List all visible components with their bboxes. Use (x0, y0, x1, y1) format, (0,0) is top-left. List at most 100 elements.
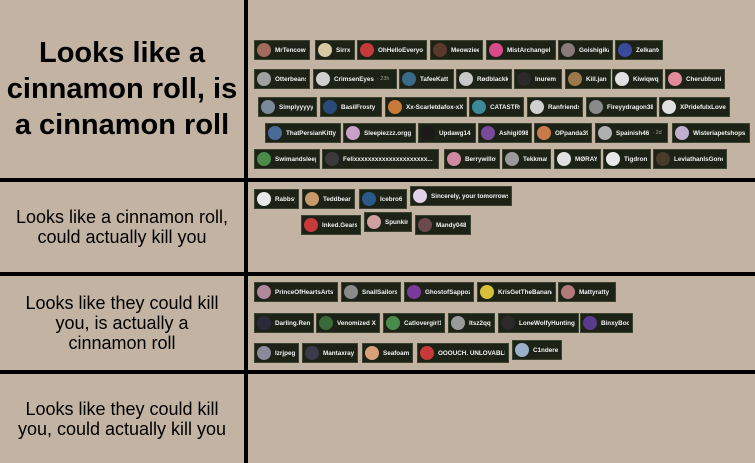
user-chip-name: ThatPersianKitty (286, 129, 337, 137)
avatar (257, 43, 271, 57)
user-chip[interactable]: Darling.Ren (254, 313, 314, 333)
user-chip-name: OOOUCH. UNLOVABLE (438, 349, 505, 357)
user-chip[interactable]: Kill.jani (565, 69, 611, 89)
user-chip[interactable]: PrinceOfHeartsArts (254, 282, 338, 302)
user-chip[interactable]: Inked.Gears (301, 215, 361, 235)
user-chip[interactable]: Tigdrona (603, 149, 651, 169)
user-chip-name: C1ndered (533, 346, 558, 354)
avatar (257, 192, 271, 206)
user-chip[interactable]: Mattyratty (558, 282, 616, 302)
user-chip-name: Felixxxxxxxxxxxxxxxxxxxxx... (343, 155, 433, 163)
tier-label: Looks like they could kill you, is actua… (25, 293, 219, 353)
user-chip[interactable]: Ashigi098 (478, 123, 532, 143)
user-chip[interactable]: ThatPersianKitty (265, 123, 341, 143)
user-chip[interactable]: Icebro6 (359, 189, 407, 209)
user-chip-name: LeviathanIsGone (674, 155, 723, 163)
avatar (407, 285, 421, 299)
user-chip-name: Mandy048 (436, 221, 467, 229)
user-chip[interactable]: Sirrx (315, 40, 355, 60)
user-chip[interactable]: LeviathanIsGone (653, 149, 727, 169)
user-chip[interactable]: XPridefulxLoveX (659, 97, 730, 117)
user-chip[interactable]: C1ndered (512, 340, 562, 360)
user-chip-name: Sleepiezzz.orgg (364, 129, 412, 137)
user-chip[interactable]: OOOUCH. UNLOVABLE (417, 343, 509, 363)
user-chip[interactable]: CATASTRØ (469, 97, 524, 117)
user-chip[interactable]: Wisteriapetshops (672, 123, 750, 143)
user-chip[interactable]: Zelkanto (615, 40, 663, 60)
user-chip[interactable]: BinxyBoo (580, 313, 633, 333)
user-chip[interactable]: Inurem (514, 69, 562, 89)
user-chip[interactable]: MrTencow (254, 40, 310, 60)
user-chip-name: Wisteriapetshops (693, 129, 746, 137)
user-chip-name: MistArchangel (507, 46, 551, 54)
user-chip[interactable]: MistArchangel (486, 40, 556, 60)
user-chip-name: Ashigi098 (499, 129, 528, 137)
avatar (420, 346, 434, 360)
user-chip-name: Berrywillow (465, 155, 496, 163)
user-chip-name: Spainish46 (616, 129, 650, 137)
user-chip[interactable]: Tekkmate (502, 149, 551, 169)
user-chip-name: Meowziee (451, 46, 479, 54)
user-chip[interactable]: CrimsenEyes· 23h (313, 69, 397, 89)
user-chip[interactable]: Simplyyyyy (258, 97, 317, 117)
user-chip[interactable]: Rabbsy (254, 189, 299, 209)
user-chip[interactable]: Catlovergirl12 (383, 313, 445, 333)
user-chip-name: PrinceOfHeartsArts (275, 288, 334, 296)
user-chip[interactable]: GhostofSappoz (404, 282, 474, 302)
avatar (325, 152, 339, 166)
avatar (304, 218, 318, 232)
user-chip[interactable]: OhHelloEveryone (357, 40, 427, 60)
avatar (421, 126, 435, 140)
avatar (257, 152, 271, 166)
user-chip-name: XPridefulxLoveX (680, 103, 726, 111)
user-chip[interactable]: Itsz2qq (448, 313, 495, 333)
user-chip-name: SnailSailors (362, 288, 397, 296)
user-chip[interactable]: Seafoamii (362, 343, 413, 363)
user-chip[interactable]: Mantaxray (302, 343, 358, 363)
user-chip[interactable]: Cherubbunie (665, 69, 725, 89)
user-chip[interactable]: Goishigikan (558, 40, 613, 60)
user-chip[interactable]: Sincerely, your tomorrows (410, 186, 512, 206)
user-chip-name: Zelkanto (636, 46, 659, 54)
avatar (305, 346, 319, 360)
user-chip[interactable]: TafeeKatt (399, 69, 454, 89)
user-chip[interactable]: Izrjpegl (254, 343, 299, 363)
user-chip[interactable]: Felixxxxxxxxxxxxxxxxxxxxx... (322, 149, 439, 169)
user-chip[interactable]: Updawg14 (418, 123, 476, 143)
user-chip[interactable]: Ranfriends (527, 97, 583, 117)
user-chip[interactable]: Swimandsleep (254, 149, 320, 169)
row-divider (0, 178, 755, 182)
user-chip[interactable]: Fireyydragon38 (586, 97, 657, 117)
user-chip-name: Inked.Gears (322, 221, 357, 229)
user-chip[interactable]: Kiwiqwq (612, 69, 663, 89)
user-chip-name: GhostofSappoz (425, 288, 470, 296)
user-chip[interactable]: LoneWolfyHunting (498, 313, 579, 333)
user-chip[interactable]: SnailSailors (341, 282, 401, 302)
user-chip[interactable]: MØRAY (554, 149, 601, 169)
user-chip[interactable]: Berrywillow (444, 149, 500, 169)
user-chip[interactable]: Venomized X (316, 313, 380, 333)
user-chip[interactable]: Spainish46· 2d (595, 123, 668, 143)
user-chip-name: Inurem (535, 75, 556, 83)
user-chip-name: Mantaxray (323, 349, 354, 357)
avatar (388, 100, 402, 114)
user-chip[interactable]: Spunkiny (364, 212, 412, 232)
user-chip[interactable]: Mandy048 (415, 215, 471, 235)
user-chip[interactable]: KrisGetTheBanana (477, 282, 556, 302)
user-chip[interactable]: Rødblackk (456, 69, 512, 89)
user-chip[interactable]: Meowziee (430, 40, 483, 60)
user-chip-name: Spunkiny (385, 218, 408, 226)
user-chip[interactable]: Teddbeary (302, 189, 355, 209)
user-chip[interactable]: Otterbeans (254, 69, 310, 89)
avatar (344, 285, 358, 299)
user-chip[interactable]: BasilFrosty (320, 97, 382, 117)
avatar (319, 316, 333, 330)
user-chip[interactable]: Sleepiezzz.orgg (343, 123, 416, 143)
avatar (675, 126, 689, 140)
avatar (413, 189, 427, 203)
user-chip-name: Sincerely, your tomorrows (431, 192, 508, 200)
user-chip[interactable]: OPpanda39 (534, 123, 592, 143)
avatar (517, 72, 531, 86)
user-chip[interactable]: Xx-Scarletdafox-xX (385, 97, 467, 117)
